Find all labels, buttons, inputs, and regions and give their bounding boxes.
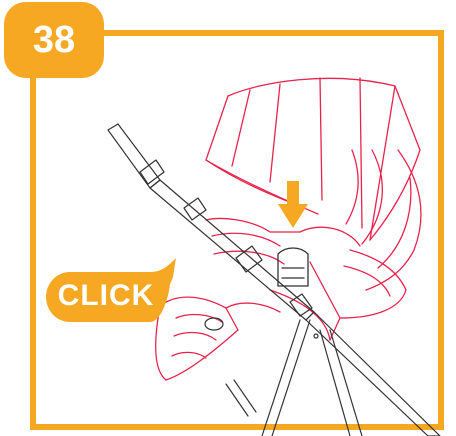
canopy: [206, 78, 420, 244]
footrest: [156, 297, 280, 380]
click-label: CLICK: [58, 279, 155, 312]
seat-adapter: [278, 248, 308, 286]
step-number: 38: [33, 19, 75, 61]
footrest-release-button: [205, 318, 223, 330]
down-arrow-icon: [278, 181, 308, 228]
click-callout: CLICK: [46, 271, 166, 321]
step-number-badge: 38: [4, 2, 104, 78]
